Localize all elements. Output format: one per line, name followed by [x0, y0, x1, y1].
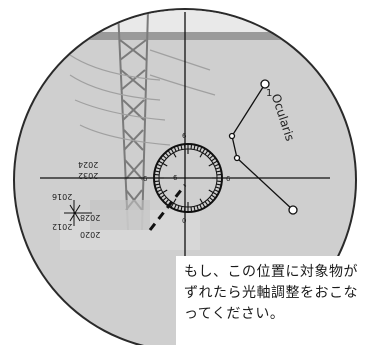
reticle-tick: [209, 154, 214, 160]
reticle-tick: [214, 189, 220, 193]
reticle-tick: [173, 146, 177, 152]
reticle-tick: [208, 160, 218, 167]
wires: [69, 49, 216, 146]
reticle-tick: [216, 180, 222, 183]
reticle-tick: [190, 144, 193, 150]
year-label: 2032: [78, 171, 99, 180]
pole-markers: 6 0 6 6 6: [143, 132, 231, 225]
reticle-tick: [154, 170, 160, 173]
reticle-tick: [155, 186, 161, 190]
reticle-tick: [158, 160, 168, 167]
year-label: 2028: [80, 213, 101, 222]
reticle-tick: [215, 186, 221, 190]
reticle-tick: [154, 173, 160, 176]
reticle-tick: [190, 206, 193, 212]
reticle-tick: [155, 166, 161, 170]
year-label: 2020: [80, 230, 101, 239]
reticle-tick: [160, 194, 165, 199]
marker-left: 6: [143, 175, 148, 183]
reticle-tick: [170, 148, 177, 158]
year-label: 2012: [52, 222, 73, 231]
reticle-tick: [216, 170, 222, 173]
reticle-tick: [199, 148, 206, 158]
reticle-tick: [193, 206, 196, 212]
reticle-tick: [214, 163, 220, 167]
year-scale: [64, 200, 92, 226]
reticle-tick: [183, 144, 186, 150]
reticle-tick: [162, 196, 167, 202]
reticle-tick: [170, 198, 177, 208]
marker-bottom: 0: [182, 217, 186, 225]
reticle-tick: [193, 144, 196, 150]
reticle-tick: [154, 183, 160, 186]
reticle-tick: [180, 144, 183, 150]
reticle-tick: [204, 150, 209, 155]
reticle-tick: [211, 157, 216, 162]
reticle-tick: [216, 173, 222, 176]
center-marker: 6: [173, 174, 178, 182]
ocular-number: 1: [266, 88, 273, 99]
reticle-tick: [209, 196, 214, 202]
reticle-tick: [196, 145, 200, 151]
center-reticle: [153, 143, 223, 213]
note-panel: [176, 256, 387, 345]
note-text: もし、この位置に対象物が ずれたら光軸調整をおこな ってください。: [184, 264, 358, 322]
marker-right: 6: [226, 175, 231, 183]
reticle-tick: [196, 205, 200, 211]
reticle-tick: [199, 204, 203, 210]
reticle-tick: [216, 183, 222, 186]
reticle-tick: [183, 206, 186, 212]
marker-top: 6: [182, 132, 187, 140]
reticle-tick: [160, 157, 165, 162]
diagonal-marker: [148, 184, 187, 231]
reticle-tick: [215, 166, 221, 170]
reticle-tick: [156, 163, 162, 167]
ocular-trace: [228, 79, 298, 215]
reticle-tick: [211, 194, 216, 199]
reticle-tick: [204, 201, 209, 206]
reticle-tick: [206, 199, 212, 204]
reticle-tick: [180, 206, 183, 212]
reticle-tick: [199, 146, 203, 152]
reticle-tick: [162, 154, 167, 160]
reticle-tick: [154, 180, 160, 183]
reticle-tick: [199, 198, 206, 208]
reticle-tick: [156, 189, 162, 193]
year-label: 2016: [52, 192, 73, 201]
year-label: 2024: [78, 160, 99, 169]
reticle-tick: [176, 145, 180, 151]
reticle-tick: [176, 205, 180, 211]
reticle-tick: [164, 199, 170, 204]
reticle-tick: [208, 189, 218, 196]
reticle-tick: [158, 189, 168, 196]
reticle-tick: [173, 204, 177, 210]
reticle-tick: [167, 150, 172, 155]
reticle-tick: [206, 152, 212, 157]
reticle-tick: [164, 152, 170, 157]
